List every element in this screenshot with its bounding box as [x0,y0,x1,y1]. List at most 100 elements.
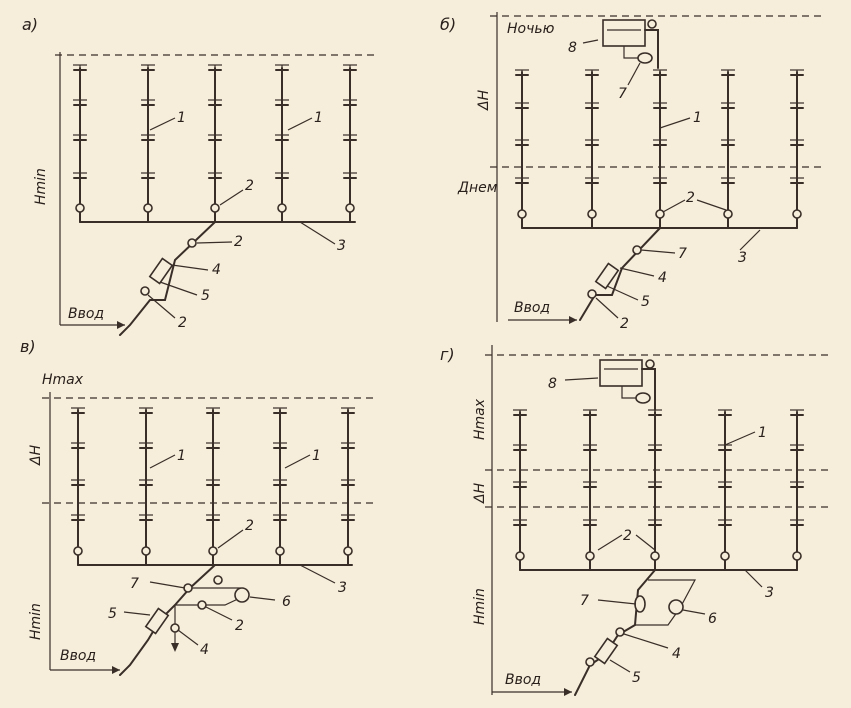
panel-b-leader [627,62,641,86]
panel-a-inlet-pipe [119,221,216,336]
panel-d-leader [609,659,631,673]
tap-fixture [343,99,357,106]
panel-b-leader [659,117,691,129]
riser [275,64,289,223]
panel-d-valve [585,657,595,667]
tap-fixture [653,102,667,109]
tap-fixture [718,481,732,488]
panel-c-callout-7: 7 [130,576,139,592]
tap-fixture [273,407,287,414]
panel-c-leader [123,611,151,616]
tap-fixture [139,479,153,486]
tap-fixture [790,69,804,76]
panel-c-callout-5: 5 [108,606,117,622]
tap-fixture [583,409,597,416]
panel-c-leader [177,629,199,646]
panel-a-leader [149,117,176,131]
tap-fixture [141,99,155,106]
tap-fixture [718,444,732,451]
panel-b-callout-5: 5 [641,294,650,310]
tap-fixture [275,64,289,71]
tap-fixture [790,177,804,184]
tap-fixture [343,172,357,179]
riser-valve [345,203,355,213]
tap-fixture [790,481,804,488]
tap-fixture [206,442,220,449]
riser-valve [73,546,83,556]
panel-b-valve [647,19,657,29]
panel-d-callout-6: 6 [708,611,717,627]
panel-d: г) Hmax ΔH Hmin Ввод 8 1 2 [440,345,830,696]
tap-fixture [583,481,597,488]
tap-fixture [718,519,732,526]
panel-c-callout-4: 4 [200,642,209,658]
tap-fixture [648,519,662,526]
tap-fixture [141,134,155,141]
tap-fixture [513,444,527,451]
riser [139,407,153,566]
riser [273,407,287,566]
panel-b-leader [595,297,619,319]
riser [648,409,662,571]
riser-valve [210,203,220,213]
panel-c-water-meter [144,607,170,635]
tap-fixture [71,442,85,449]
panel-d-callout-8: 8 [548,376,557,392]
riser [343,64,357,223]
tap-fixture [73,99,87,106]
tap-fixture [273,514,287,521]
tap-fixture [343,64,357,71]
tap-fixture [206,514,220,521]
panel-b-delta-h-label: ΔH [476,89,492,111]
tap-fixture [208,99,222,106]
tap-fixture [653,177,667,184]
tap-fixture [141,172,155,179]
tap-fixture [275,172,289,179]
panel-b-leader [662,199,686,213]
panel-c-leader [299,564,336,584]
panel-b-callout-7: 7 [618,86,627,102]
riser [790,69,804,229]
tap-fixture [790,444,804,451]
panel-d-letter: г) [440,345,455,364]
panel-a-hmin-label: Hmin [33,168,49,205]
panel-d-water-tank [599,359,643,387]
tap-fixture [718,409,732,416]
panel-d-callout-4: 4 [672,646,681,662]
panel-c-arrow-head [112,666,120,674]
panel-c-callout-1: 1 [312,448,321,464]
riser [585,69,599,229]
panel-c-pump [234,587,250,603]
tap-fixture [585,102,599,109]
riser-valve [275,546,285,556]
panel-b-day-label: Днем [457,180,498,196]
panel-d-hmin-label: Hmin [472,588,488,625]
tap-fixture [515,69,529,76]
tap-fixture [653,139,667,146]
panel-d-leader [597,599,637,605]
panel-a-leader [147,294,176,319]
panel-b-leader [640,249,676,254]
tap-fixture [585,69,599,76]
riser-valve [585,551,595,561]
panel-b-inlet-pipe [579,227,661,321]
panel-d-leader [623,633,669,649]
panel-a: а) Hmin Ввод 1 1 2 2 3 4 5 2 [22,15,375,336]
riser-valve [723,209,733,219]
panel-c-leader [205,606,233,621]
panel-d-callout-5: 5 [632,670,641,686]
panel-a-leader [159,281,198,296]
tap-fixture [208,64,222,71]
riser-valve [517,209,527,219]
tap-fixture [73,172,87,179]
panel-b-callout-4: 4 [658,270,667,286]
panel-c-leader [284,454,311,469]
tap-fixture [790,519,804,526]
panel-c-check-valve [183,583,193,593]
riser-valve [143,203,153,213]
panel-b-water-meter [594,262,620,290]
riser [513,409,527,571]
tap-fixture [139,442,153,449]
panel-d-valve [645,359,655,369]
